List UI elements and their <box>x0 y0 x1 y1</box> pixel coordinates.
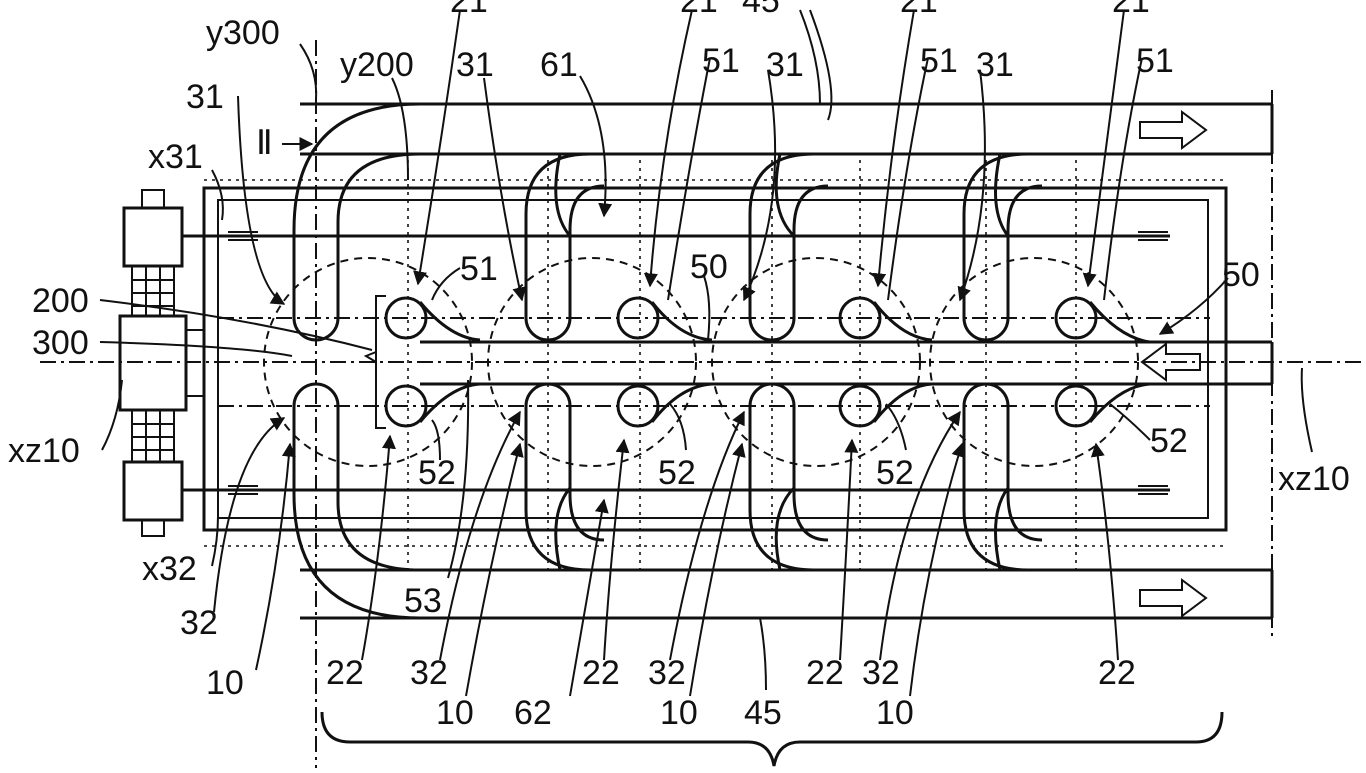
label-31: 31 <box>976 46 1014 84</box>
label-61: 61 <box>540 46 578 84</box>
label-x31: x31 <box>148 138 203 176</box>
label-52: 52 <box>658 454 696 492</box>
rotor-circles <box>363 295 1151 429</box>
dashed-rings <box>263 257 1139 467</box>
lower-passages <box>292 382 1272 620</box>
label-21: 21 <box>900 0 938 20</box>
label-50: 50 <box>690 248 728 286</box>
label-51: 51 <box>460 250 498 288</box>
label-xz10-right: xz10 <box>1278 460 1350 498</box>
label-45: 45 <box>742 0 780 20</box>
label-xz10-left: xz10 <box>8 432 80 470</box>
label-300: 300 <box>32 324 89 362</box>
label-50: 50 <box>1222 256 1260 294</box>
label-21: 21 <box>1112 0 1150 20</box>
label-21: 21 <box>680 0 718 20</box>
flow-arrows <box>282 110 1208 618</box>
label-51: 51 <box>1136 42 1174 80</box>
label-22: 22 <box>326 654 364 692</box>
label-51: 51 <box>920 42 958 80</box>
label-21: 21 <box>450 0 488 20</box>
label-10: 10 <box>206 664 244 702</box>
label-52: 52 <box>418 454 456 492</box>
drive-unit <box>118 189 205 537</box>
label-section: Ⅱ <box>256 124 273 162</box>
leader-lines <box>99 9 1313 697</box>
label-32: 32 <box>648 654 686 692</box>
label-31: 31 <box>766 46 804 84</box>
label-10: 10 <box>660 694 698 732</box>
label-10: 10 <box>876 694 914 732</box>
label-y200: y200 <box>340 46 414 84</box>
label-51: 51 <box>702 42 740 80</box>
label-32: 32 <box>180 604 218 642</box>
label-y300: y300 <box>206 14 280 52</box>
label-22: 22 <box>582 654 620 692</box>
label-10: 10 <box>436 694 474 732</box>
label-52: 52 <box>1150 422 1188 460</box>
label-31: 31 <box>186 78 224 116</box>
labels: y300 y200 31 Ⅱ x31 200 300 xz10 x32 32 1… <box>8 0 1350 732</box>
label-62: 62 <box>514 694 552 732</box>
label-53: 53 <box>404 582 442 620</box>
bottom-brace <box>320 711 1224 767</box>
label-22: 22 <box>806 654 844 692</box>
label-200: 200 <box>32 282 89 320</box>
label-32: 32 <box>862 654 900 692</box>
label-x32: x32 <box>142 550 197 588</box>
label-31: 31 <box>456 46 494 84</box>
label-32: 32 <box>410 654 448 692</box>
upper-passages <box>292 102 1272 342</box>
label-52: 52 <box>876 454 914 492</box>
label-45: 45 <box>744 694 782 732</box>
label-22: 22 <box>1098 654 1136 692</box>
center-lines <box>40 40 1366 768</box>
